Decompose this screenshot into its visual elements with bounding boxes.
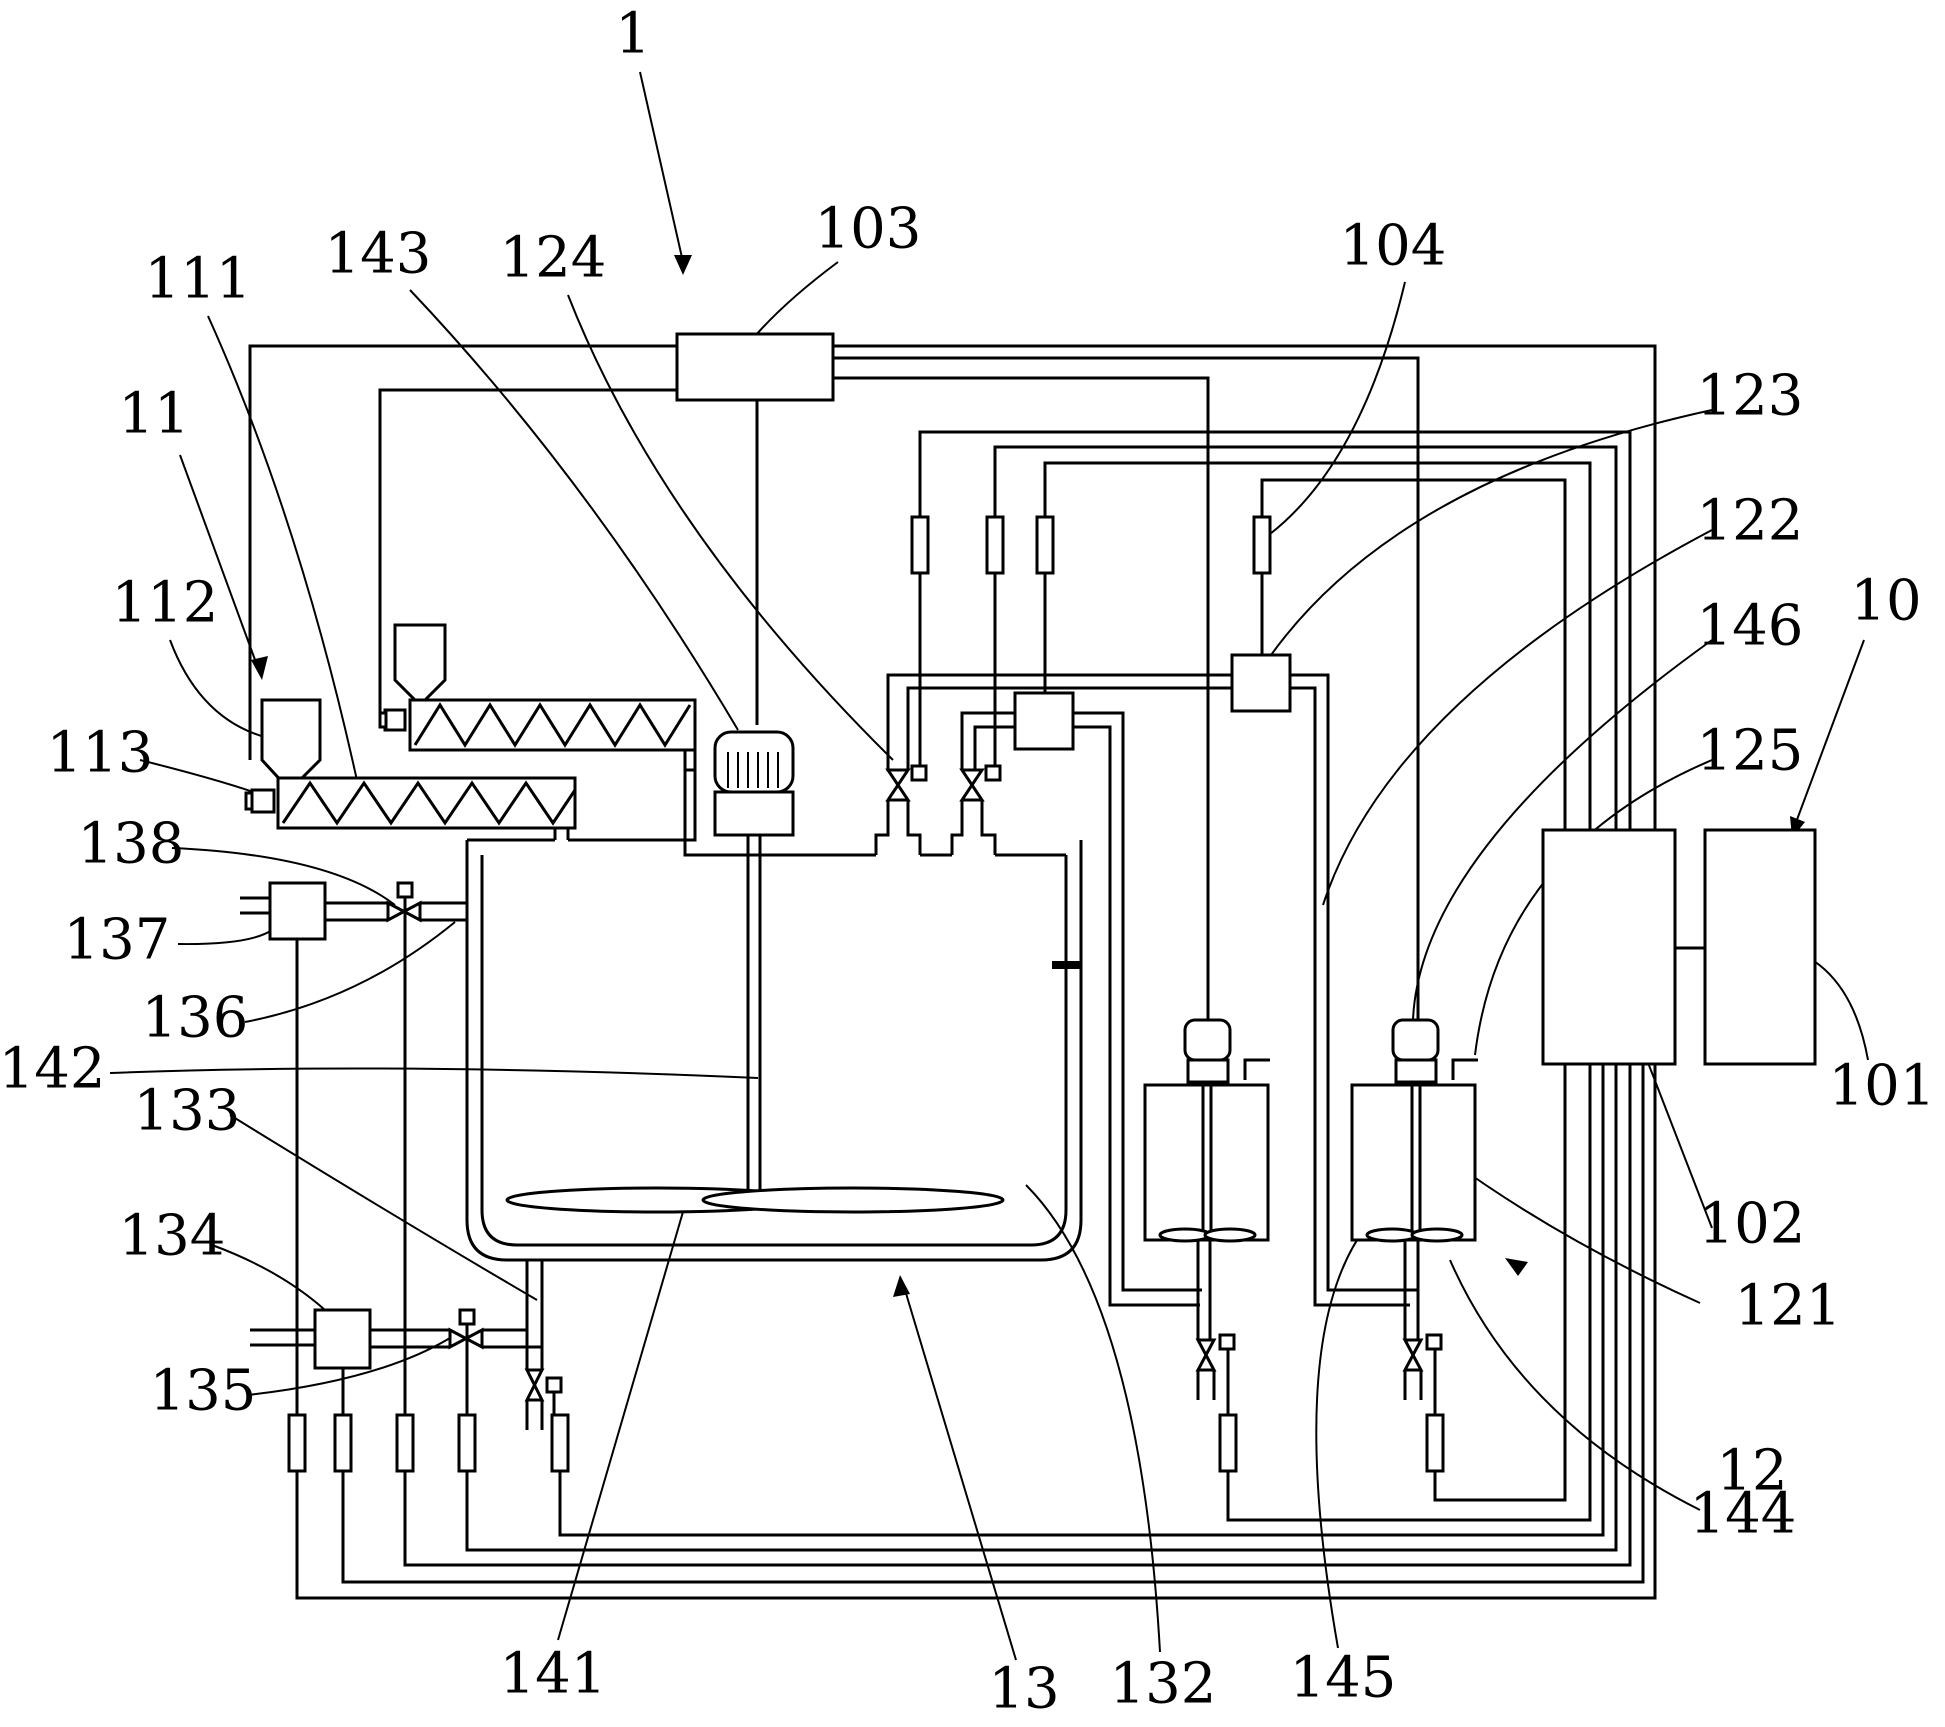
feeder-11	[244, 623, 697, 830]
label-122: 122	[1697, 489, 1804, 554]
label-133: 133	[134, 1079, 241, 1144]
box-137	[268, 881, 327, 941]
upper-valves	[874, 653, 1418, 1307]
level-mark	[1052, 961, 1080, 969]
leader-lines	[109, 71, 1869, 1661]
hopper-upper	[393, 623, 447, 702]
arrow-head-12	[1505, 1258, 1528, 1276]
label-144: 144	[1690, 1482, 1797, 1547]
motor-upper	[383, 708, 407, 732]
box-101	[1703, 828, 1817, 1066]
motor-146	[1391, 1018, 1440, 1062]
mixing-tank-left	[1143, 1018, 1592, 1522]
hopper-112	[260, 698, 322, 787]
label-124: 124	[500, 226, 607, 291]
box-102	[1541, 828, 1677, 1066]
arrow-head-1	[674, 255, 692, 275]
vent-125	[1451, 1058, 1478, 1080]
label-111: 111	[145, 247, 252, 312]
label-103: 103	[815, 197, 922, 262]
screw-111	[276, 776, 577, 830]
label-141: 141	[500, 1642, 607, 1707]
sensor-104	[1252, 515, 1272, 575]
label-135: 135	[150, 1359, 257, 1424]
motor-143	[713, 730, 795, 794]
label-138: 138	[78, 812, 185, 877]
label-101: 101	[1829, 1054, 1936, 1119]
label-12: 12	[1716, 1439, 1787, 1504]
box-103	[675, 332, 835, 402]
label-112: 112	[112, 571, 219, 636]
label-1: 1	[615, 2, 651, 67]
label-145: 145	[1290, 1646, 1397, 1711]
label-146: 146	[1697, 594, 1804, 659]
motor-left	[1183, 1018, 1232, 1062]
valve-124	[885, 768, 911, 802]
inlet-133-134	[250, 1308, 563, 1430]
impeller-144	[1365, 1227, 1419, 1243]
label-132: 132	[1110, 1652, 1217, 1717]
valve-124-actuator	[910, 764, 928, 782]
screw-111-flight	[281, 780, 577, 826]
label-134: 134	[119, 1204, 226, 1269]
label-137: 137	[64, 908, 171, 973]
label-104: 104	[1340, 214, 1447, 279]
screw-upper-flight	[413, 702, 692, 748]
box-134	[313, 1308, 372, 1370]
label-125: 125	[1697, 719, 1804, 784]
main-tank-13	[465, 730, 1083, 1370]
label-142: 142	[0, 1037, 105, 1102]
label-13: 13	[988, 1657, 1059, 1722]
sensor-2	[985, 515, 1005, 575]
label-123: 123	[1697, 364, 1804, 429]
assembly-arrows	[251, 255, 1805, 1297]
label-102: 102	[1699, 1192, 1806, 1257]
label-113: 113	[47, 721, 154, 786]
valve-2	[959, 768, 985, 802]
box-123	[1230, 653, 1292, 713]
arrow-head-13	[893, 1275, 910, 1297]
motor-113	[250, 788, 276, 814]
valve-2-actuator	[984, 764, 1002, 782]
sensor-1	[910, 515, 930, 575]
label-11: 11	[118, 382, 189, 447]
label-143: 143	[325, 222, 432, 287]
box-flow	[1013, 691, 1075, 751]
arrow-head-11	[251, 656, 268, 680]
top-bus	[248, 344, 1657, 1020]
valve-133	[524, 1368, 545, 1402]
mixing-tank-121	[1350, 1018, 1567, 1502]
label-136: 136	[142, 986, 249, 1051]
label-121: 121	[1735, 1274, 1842, 1339]
bottom-bus	[295, 1064, 1657, 1600]
sensor-3	[1035, 515, 1055, 575]
label-10: 10	[1850, 569, 1921, 634]
top-sensors	[910, 515, 1272, 770]
